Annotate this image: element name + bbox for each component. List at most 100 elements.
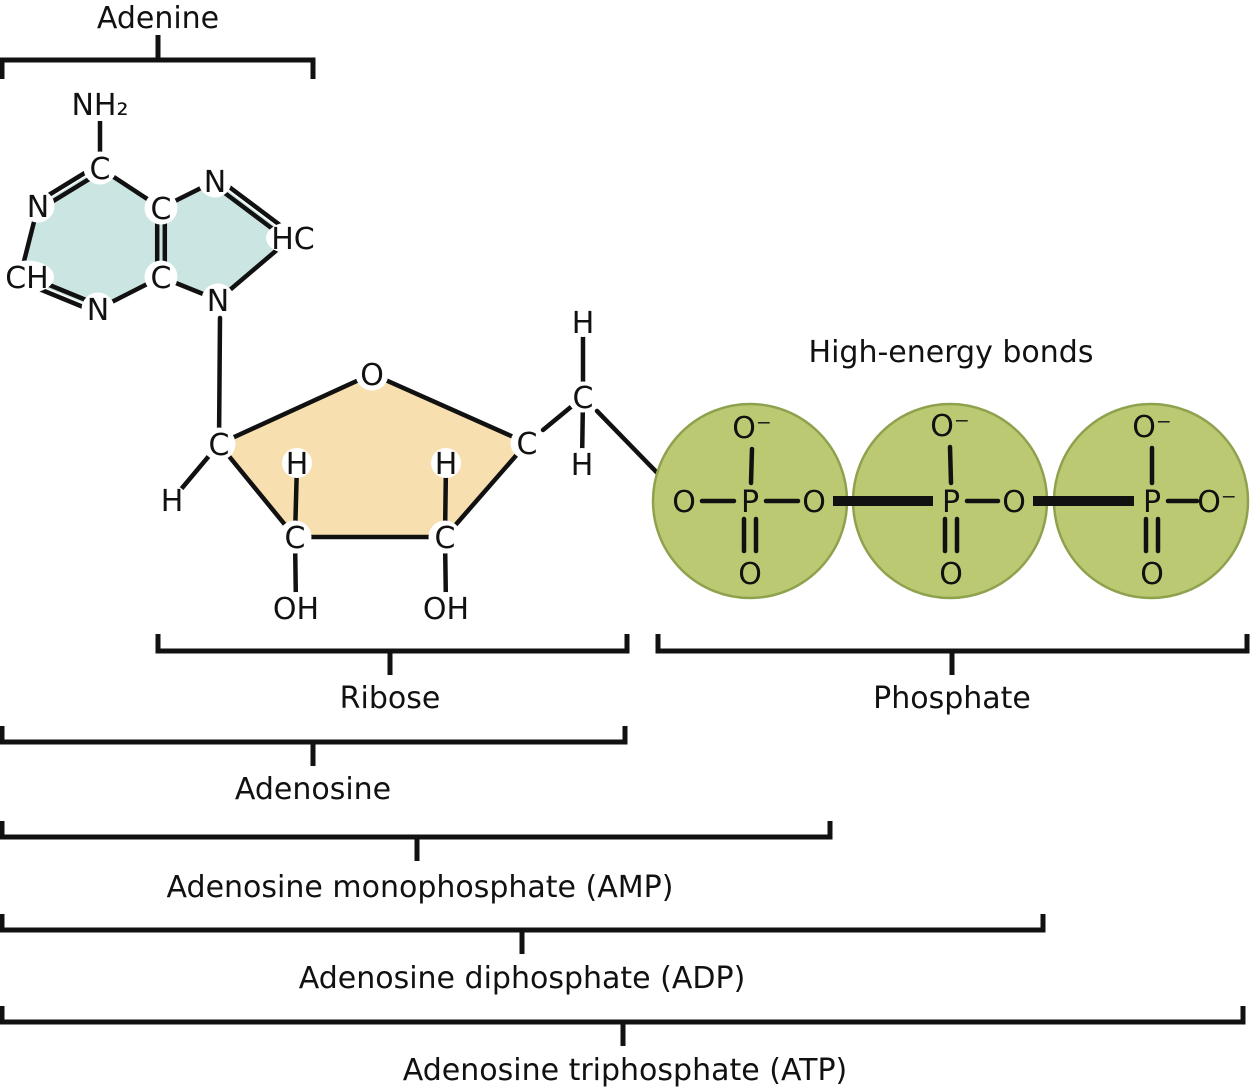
atom-o: O bbox=[1140, 557, 1164, 592]
halo bbox=[144, 191, 178, 225]
bond bbox=[947, 444, 954, 486]
halo bbox=[266, 221, 320, 255]
atom-n3: N bbox=[87, 293, 109, 328]
halo bbox=[567, 448, 597, 478]
halo bbox=[510, 426, 544, 460]
atom-h-c1p: H bbox=[161, 484, 184, 519]
phosphate-bracket bbox=[655, 634, 1250, 654]
atom-o: O bbox=[802, 485, 826, 520]
bond bbox=[748, 446, 755, 486]
halo bbox=[202, 427, 236, 461]
atom-o: O bbox=[738, 557, 762, 592]
atom-nh2: NH₂ bbox=[71, 88, 128, 123]
atom-c5p: C bbox=[573, 381, 594, 416]
phosphate-group-1: O⁻ O P O O bbox=[672, 411, 826, 592]
adenosine-label: Adenosine bbox=[235, 772, 391, 807]
halo bbox=[568, 307, 598, 337]
adp-bracket-group: Adenosine diphosphate (ADP) bbox=[0, 914, 1046, 996]
ribose-pentagon-fill bbox=[219, 374, 527, 537]
adenine-molecule: NH₂ C N CH N C C N HC N bbox=[0, 87, 320, 328]
atom-c5: C bbox=[151, 192, 172, 227]
atom-p: P bbox=[741, 485, 759, 520]
atom-o-minus: O⁻ bbox=[930, 409, 969, 444]
glycosidic-bond bbox=[216, 315, 223, 447]
halo bbox=[81, 292, 115, 326]
halo bbox=[157, 485, 187, 515]
halo bbox=[355, 357, 389, 391]
adenine-bracket bbox=[0, 57, 316, 79]
atp-bracket-group: Adenosine triphosphate (ATP) bbox=[0, 1006, 1246, 1088]
ch2-labels: H C H bbox=[571, 306, 595, 483]
adp-bracket bbox=[0, 914, 1046, 933]
atom-p: P bbox=[1143, 485, 1161, 520]
atom-o-minus: O⁻ bbox=[732, 411, 771, 446]
adenine-bracket-group: Adenine bbox=[0, 1, 316, 79]
ribose-bracket-group: Ribose bbox=[155, 634, 630, 716]
atom-c2: CH bbox=[5, 261, 49, 296]
halo bbox=[144, 260, 178, 294]
halo bbox=[270, 592, 322, 624]
atom-o-minus: O⁻ bbox=[1197, 485, 1236, 520]
ring-bond bbox=[442, 440, 530, 540]
adenine-label: Adenine bbox=[97, 1, 219, 36]
atom-c8: HC bbox=[271, 222, 315, 257]
ch2-group: H C H bbox=[540, 306, 673, 489]
phosphate-section: High-energy bonds O⁻ O P O O O⁻ P bbox=[651, 335, 1250, 600]
ribose-label: Ribose bbox=[340, 681, 441, 716]
halo bbox=[83, 151, 117, 185]
ribose-atom-halos bbox=[157, 357, 544, 624]
amp-label: Adenosine monophosphate (AMP) bbox=[167, 870, 674, 905]
atom-c2p: C bbox=[285, 521, 306, 556]
adenine-atom-halos bbox=[0, 87, 320, 326]
atom-c1p: C bbox=[209, 428, 230, 463]
atom-h-top: H bbox=[572, 306, 595, 341]
adenine-hexagon-fill bbox=[20, 168, 161, 309]
halo bbox=[567, 381, 599, 413]
atom-o: O bbox=[672, 485, 696, 520]
adenosine-bracket-group: Adenosine bbox=[0, 726, 628, 807]
ribose-bracket bbox=[155, 634, 630, 654]
atom-o: O bbox=[1002, 485, 1026, 520]
halo bbox=[201, 283, 235, 317]
phosphate-group-3: O⁻ P O⁻ O bbox=[1132, 410, 1236, 592]
high-energy-bonds-label: High-energy bonds bbox=[809, 335, 1094, 370]
atom-n7: N bbox=[204, 165, 226, 200]
ch2-bonds bbox=[540, 319, 673, 489]
atom-o-minus: O⁻ bbox=[1132, 410, 1171, 445]
atom-n9: N bbox=[207, 284, 229, 319]
atp-label: Adenosine triphosphate (ATP) bbox=[403, 1053, 848, 1088]
adenosine-bracket bbox=[0, 726, 628, 745]
halo bbox=[282, 448, 312, 478]
halo bbox=[21, 189, 55, 223]
halo bbox=[67, 87, 133, 121]
atom-c4p: C bbox=[517, 427, 538, 462]
halo bbox=[420, 592, 472, 624]
atp-bracket bbox=[0, 1006, 1246, 1025]
amp-bracket-group: Adenosine monophosphate (AMP) bbox=[0, 821, 833, 905]
ring-bond bbox=[369, 371, 530, 446]
phosphate-bracket-group: Phosphate bbox=[655, 634, 1250, 716]
halo bbox=[278, 520, 312, 554]
ribose-atom-labels: O C C C C H H H OH OH bbox=[161, 358, 538, 627]
ribose-molecule: O C C C C H H H OH OH bbox=[157, 315, 544, 627]
halo bbox=[198, 164, 232, 198]
atom-n1: N bbox=[27, 190, 49, 225]
ch2-halos bbox=[567, 307, 599, 478]
atom-oh-c3p: OH bbox=[423, 592, 469, 627]
atom-h-c3p: H bbox=[435, 447, 458, 482]
atom-h-c2p: H bbox=[286, 447, 309, 482]
adenine-pentagon-fill bbox=[161, 181, 291, 300]
atom-o: O bbox=[939, 557, 963, 592]
ring-bond bbox=[216, 441, 298, 540]
atom-h-bottom: H bbox=[571, 448, 594, 483]
halo bbox=[0, 260, 54, 294]
amp-bracket bbox=[0, 821, 833, 840]
halo bbox=[428, 520, 462, 554]
ring-bond bbox=[216, 371, 375, 447]
atom-ring-o: O bbox=[360, 358, 384, 393]
phosphate-label: Phosphate bbox=[873, 681, 1031, 716]
atom-c4: C bbox=[151, 261, 172, 296]
phosphate-group-2: O⁻ P O O bbox=[930, 409, 1026, 592]
